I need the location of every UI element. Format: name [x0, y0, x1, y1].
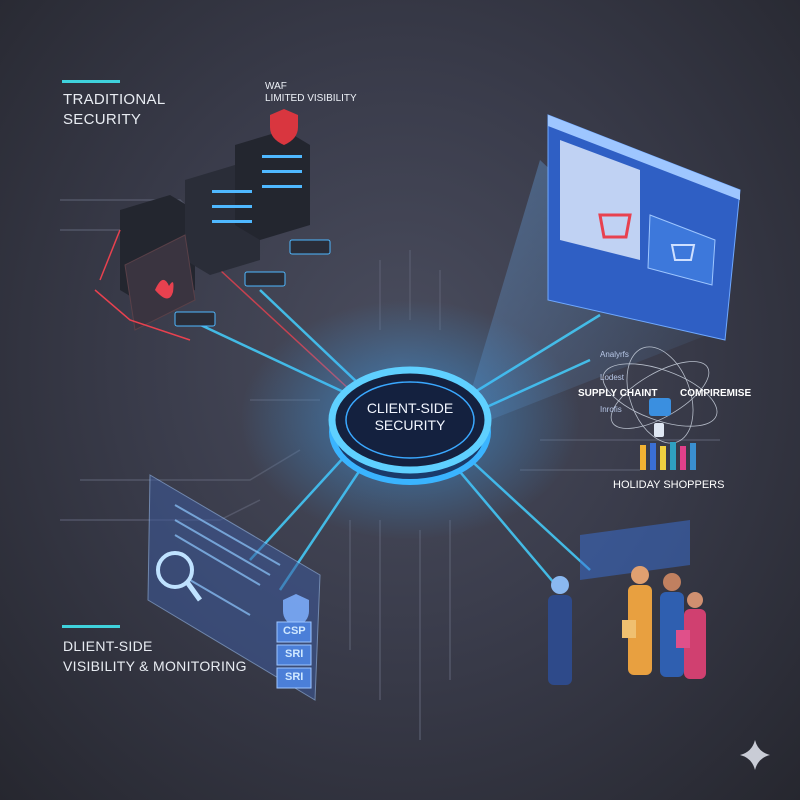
- sri-badge: SRI: [285, 648, 304, 660]
- accent-line: [62, 80, 120, 83]
- firewall-wall: [124, 234, 196, 331]
- csp-badge: CSP: [283, 625, 306, 637]
- label-line: LIMITED VISIBILITY: [265, 93, 357, 104]
- traditional-security-label: TRADITIONAL SECURITY: [63, 90, 165, 130]
- monitoring-dashboard-panel: [147, 474, 321, 701]
- magnifier-icon: [156, 551, 194, 589]
- alert-icon: [654, 423, 664, 437]
- monitoring-label: DLIENT-SIDE VISIBILITY & MONITORING: [63, 636, 247, 676]
- supply-tag: Lodest: [600, 373, 625, 382]
- compromise-label: COMPIREMISE: [680, 388, 752, 399]
- analyst-and-shoppers: [548, 520, 706, 685]
- sparkle-icon: [740, 740, 770, 770]
- label-line: DLIENT-SIDE: [63, 638, 153, 654]
- supply-chain-tangle: [602, 346, 718, 444]
- supply-tag: Inrofis: [600, 405, 622, 414]
- ecommerce-browser-window: [547, 114, 741, 341]
- lock-icon: [649, 398, 671, 416]
- label-line: TRADITIONAL: [63, 91, 166, 108]
- fire-icon: [155, 279, 174, 299]
- client-side-security-label: CLIENT-SIDE SECURITY: [345, 400, 475, 434]
- label-line: WAF: [265, 81, 287, 92]
- label-line: SECURITY: [63, 111, 142, 128]
- label-line: CLIENT-SIDE: [366, 400, 454, 416]
- holiday-shoppers-crowd: [640, 442, 696, 470]
- network-switches: [174, 239, 331, 327]
- broken-shield-icon: [270, 109, 298, 145]
- client-side-security-ring: [240, 300, 580, 540]
- shopping-cart-icon: [598, 213, 632, 239]
- waf-label: WAF LIMITED VISIBILITY: [265, 81, 357, 105]
- label-line: SECURITY: [374, 417, 446, 433]
- sri-badge: SRI: [285, 671, 304, 683]
- supply-chain-label: SUPPLY CHAINT: [578, 388, 658, 399]
- holiday-shoppers-label: HOLIDAY SHOPPERS: [613, 479, 725, 491]
- label-line: VISIBILITY & MONITORING: [63, 658, 247, 674]
- accent-line: [62, 625, 120, 628]
- supply-tag: Analyrfs: [600, 350, 629, 359]
- shield-icon: [283, 594, 309, 627]
